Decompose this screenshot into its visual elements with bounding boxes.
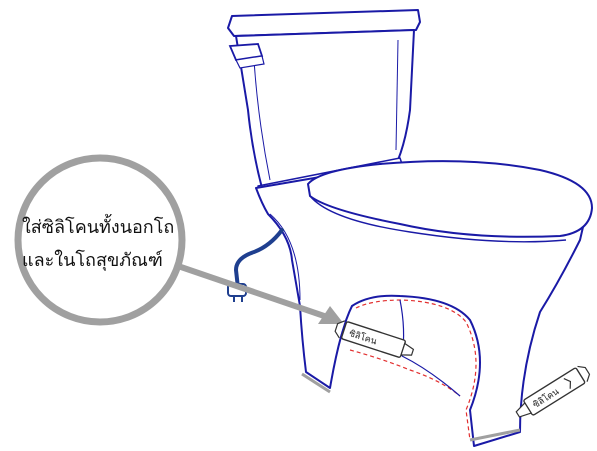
silicone-tube-left: ซิลิโคน	[334, 320, 415, 358]
callout-text-line1: ใส่ซิลิโคนทั้งนอกโถ	[22, 217, 175, 238]
flush-handle-icon	[228, 43, 265, 69]
callout-ring	[14, 154, 186, 326]
floor-lines	[301, 372, 521, 442]
callout-arrow	[177, 263, 344, 324]
toilet-seat-lid	[306, 160, 594, 243]
hose-line	[233, 228, 284, 290]
silicone-seal-line	[349, 299, 477, 441]
callout-text-line2: และในโถสุขภัณฑ์	[22, 250, 163, 271]
seat-lid	[306, 160, 594, 238]
